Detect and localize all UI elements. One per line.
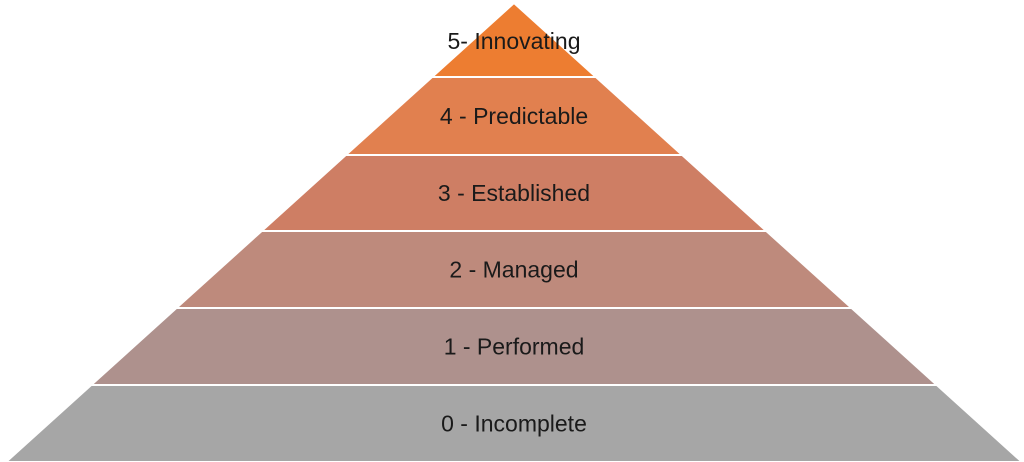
pyramid-tier-label-0-incomplete: 0 - Incomplete [441,411,587,437]
pyramid-tier-label-1-performed: 1 - Performed [444,334,585,360]
pyramid-tier-label-4-predictable: 4 - Predictable [440,103,588,129]
pyramid-tier-0-incomplete [4,384,1024,462]
pyramid-tier-label-3-established: 3 - Established [438,180,590,206]
pyramid-tier-label-5-innovating: 5- Innovating [448,28,581,54]
pyramid-tiers [4,1,1024,462]
pyramid-labels: 5- Innovating 4 - Predictable 3 - Establis… [438,28,590,437]
pyramid-tier-label-2-managed: 2 - Managed [449,257,578,283]
